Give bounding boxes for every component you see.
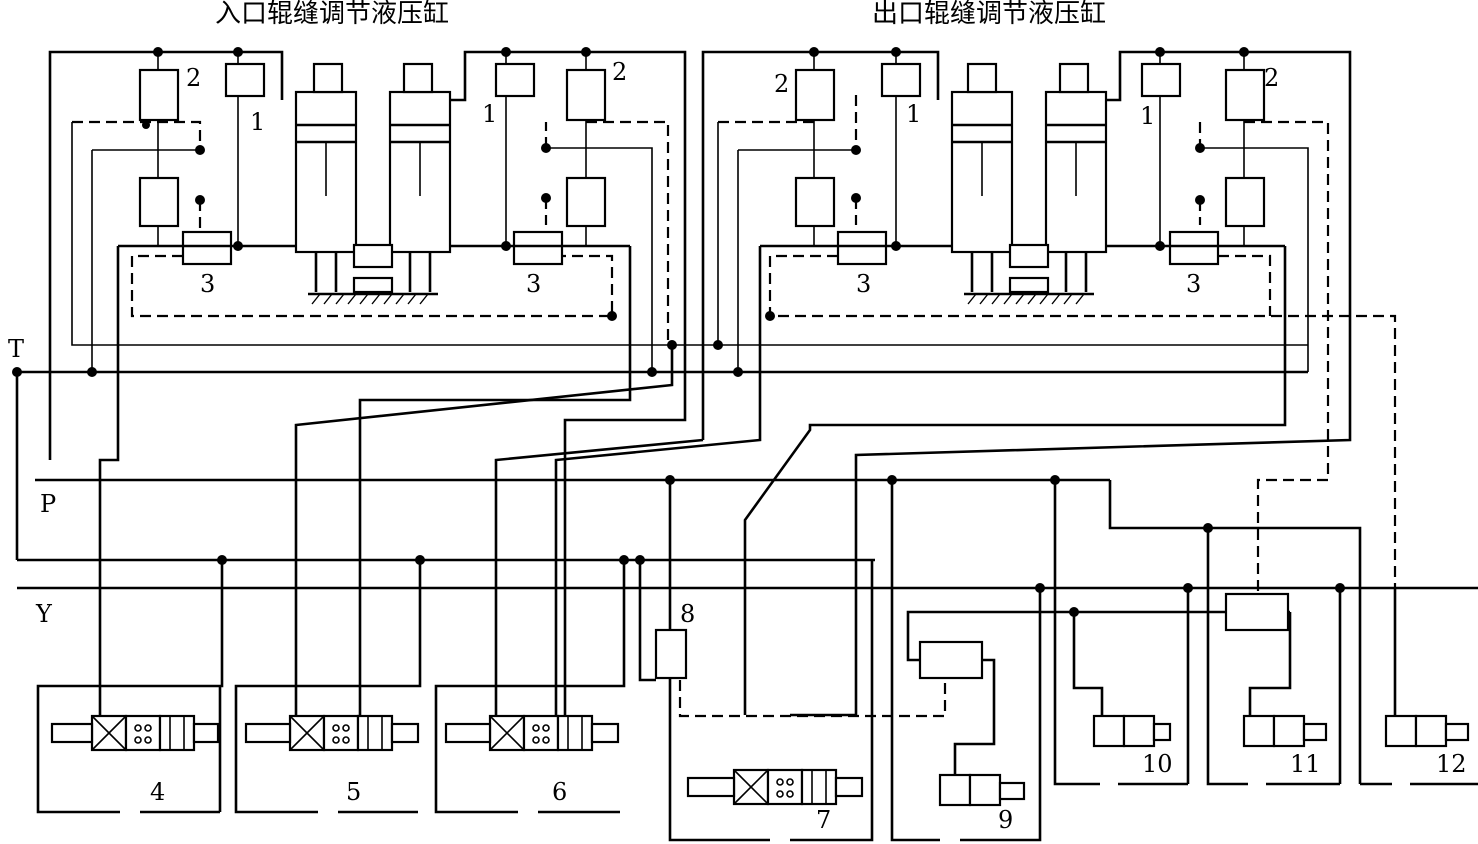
valve-7: 7 xyxy=(686,768,864,834)
main-lines xyxy=(12,367,1478,784)
label-2-outlet-a: 2 xyxy=(774,70,789,98)
check-valve-outlet-b xyxy=(794,176,836,228)
label-8: 8 xyxy=(680,600,695,628)
label-10: 10 xyxy=(1142,750,1173,778)
junction-dots xyxy=(217,475,1345,617)
outlet-sensor-right xyxy=(1058,62,1090,94)
pressure-line-right xyxy=(1108,480,1362,784)
label-2-inlet-a: 2 xyxy=(186,64,201,92)
inlet-group: 2 3 1 xyxy=(48,47,1308,715)
valve-9: 9 xyxy=(938,773,1026,834)
inlet-roll-block xyxy=(352,243,394,269)
tank-line-label: T xyxy=(8,335,24,363)
label-5: 5 xyxy=(346,778,361,806)
label-1-inlet-b: 1 xyxy=(482,100,497,128)
check-valve-outlet-d xyxy=(1224,176,1266,228)
label-4: 4 xyxy=(150,778,165,806)
reducing-valve-3-outlet-b xyxy=(1168,230,1220,266)
label-6: 6 xyxy=(552,778,567,806)
valve-8: 8 xyxy=(654,600,947,718)
inlet-sensor-left xyxy=(312,62,344,94)
label-1-outlet-a: 1 xyxy=(906,100,921,128)
label-12: 12 xyxy=(1436,750,1467,778)
relief-valve-1-outlet-b xyxy=(1140,62,1182,98)
label-3-inlet-b: 3 xyxy=(526,270,541,298)
inlet-roll-base xyxy=(352,276,394,294)
check-valve-2-inlet-c xyxy=(565,68,607,122)
label-1-inlet-a: 1 xyxy=(250,108,265,136)
valve-11: 11 xyxy=(1242,714,1328,778)
label-9: 9 xyxy=(998,806,1013,834)
shuttle-valve-upper xyxy=(1224,592,1290,632)
pressure-line-label: P xyxy=(40,490,56,518)
label-3-inlet-a: 3 xyxy=(200,270,215,298)
relief-valve-1-inlet-a xyxy=(224,62,266,98)
outlet-cylinder-title: 出口辊缝调节液压缸 xyxy=(872,0,1106,29)
inlet-cylinder-title: 入口辊缝调节液压缸 xyxy=(215,0,449,29)
check-valve-inlet-b xyxy=(138,176,180,228)
label-7: 7 xyxy=(816,806,831,834)
relief-valve-1-inlet-b xyxy=(494,62,536,98)
outlet-sensor-left xyxy=(966,62,998,94)
check-valve-inlet-d xyxy=(565,176,607,228)
label-11: 11 xyxy=(1290,750,1321,778)
reducing-valve-3-inlet-b xyxy=(512,230,564,266)
check-valve-2-outlet-c xyxy=(1224,68,1266,122)
valve-5: 5 xyxy=(244,714,420,806)
outlet-roll-base xyxy=(1008,276,1050,294)
label-3-outlet-a: 3 xyxy=(856,270,871,298)
inlet-sensor-right xyxy=(402,62,434,94)
relief-valve-1-outlet-a xyxy=(880,62,922,98)
label-2-inlet-c: 2 xyxy=(612,58,627,86)
check-valve-2-inlet-a xyxy=(138,68,180,122)
outlet-roll-block xyxy=(1008,243,1050,269)
outlet-group: 2 3 1 xyxy=(494,47,1397,717)
valve-4: 4 xyxy=(50,714,220,806)
valve-10: 10 xyxy=(1092,714,1173,778)
label-2-outlet-c: 2 xyxy=(1264,64,1279,92)
reducing-valve-3-inlet-a xyxy=(181,230,233,266)
check-valve-2-outlet-a xyxy=(794,68,836,122)
shuttle-valve-lower xyxy=(918,640,984,680)
drain-line-label: Y xyxy=(35,600,53,628)
label-1-outlet-b: 1 xyxy=(1140,102,1155,130)
valve-12: 12 xyxy=(1384,714,1470,778)
valve-6: 6 xyxy=(444,714,620,806)
reducing-valve-3-outlet-a xyxy=(836,230,888,266)
label-3-outlet-b: 3 xyxy=(1186,270,1201,298)
drop-lines xyxy=(36,480,1478,842)
